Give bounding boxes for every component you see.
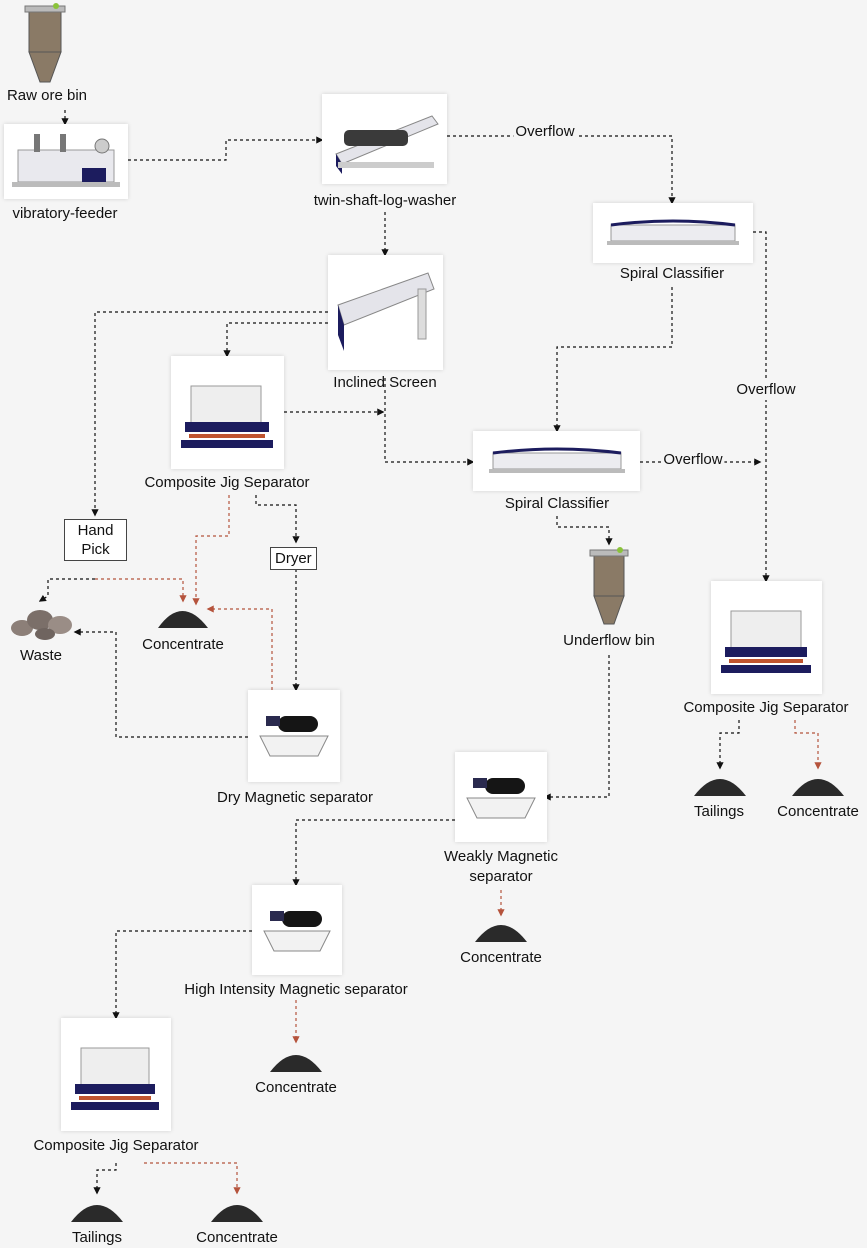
waste-rocks-icon — [11, 610, 72, 640]
dryer-box: Dryer — [270, 547, 317, 570]
edge-drymag-to-waste — [73, 628, 248, 738]
weakly-magnetic-separator-image — [455, 752, 547, 842]
composite-jig-1-image — [171, 356, 284, 469]
underflow-bin-icon — [589, 547, 629, 625]
concentrate-pile-3-icon — [475, 925, 527, 942]
raw-ore-bin-label: Raw ore bin — [6, 87, 88, 104]
log-washer-label: twin-shaft-log-washer — [313, 192, 457, 209]
composite-jig-2-image — [711, 581, 822, 694]
edge-screen-to-classifier2 — [384, 378, 475, 466]
dry-magnetic-separator-label: Dry Magnetic separator — [217, 789, 373, 806]
edge-label-overflow-2: Overflow — [734, 380, 798, 400]
spiral-classifier-1-label: Spiral Classifier — [619, 265, 725, 282]
concentrate-pile-1-icon — [158, 611, 208, 628]
edge-jig1-to-concentrate — [192, 495, 230, 606]
concentrate-5-label: Concentrate — [196, 1229, 278, 1246]
concentrate-pile-4-icon — [270, 1055, 322, 1072]
spiral-classifier-2-label: Spiral Classifier — [504, 495, 610, 512]
edge-handpick-to-concentrate — [95, 578, 187, 603]
concentrate-1-label: Concentrate — [142, 636, 224, 653]
concentrate-2-label: Concentrate — [777, 803, 859, 820]
edge-handpick-to-waste — [38, 578, 95, 602]
spiral-classifier-1-image — [593, 203, 753, 263]
concentrate-3-label: Concentrate — [460, 949, 542, 966]
edge-jig2-to-tailings — [716, 720, 740, 770]
vibratory-feeder-label: vibratory-feeder — [12, 205, 118, 222]
tailings-2-label: Tailings — [71, 1229, 123, 1246]
tailings-pile-2-icon — [71, 1205, 123, 1222]
high-intensity-magnetic-separator-image — [252, 885, 342, 975]
composite-jig-1-label: Composite Jig Separator — [144, 474, 310, 491]
composite-jig-3-image — [61, 1018, 171, 1131]
edge-jig2-to-concentrate — [794, 720, 822, 770]
inclined-screen-label: Inclined Screen — [333, 374, 437, 391]
edge-drymag-to-concentrate — [206, 605, 273, 690]
underflow-bin-label: Underflow bin — [563, 632, 655, 649]
edge-highmag-to-jig3 — [112, 930, 252, 1020]
edge-screen-to-handpick — [91, 311, 328, 517]
edge-classifier1-overflow — [753, 231, 770, 583]
edge-jig3-to-concentrate — [144, 1162, 241, 1195]
edge-jig1-to-dryer — [255, 495, 300, 544]
raw-ore-bin-icon — [24, 3, 66, 83]
vibratory-feeder-image — [4, 124, 128, 199]
edge-label-overflow-1: Overflow — [513, 122, 577, 142]
edge-weakmag-to-highmag — [292, 819, 455, 887]
dry-magnetic-separator-image — [248, 690, 340, 782]
concentrate-4-label: Concentrate — [255, 1079, 337, 1096]
edge-screen-to-jig1 — [223, 322, 328, 358]
tailings-1-label: Tailings — [693, 803, 745, 820]
concentrate-pile-5-icon — [211, 1205, 263, 1222]
edge-feeder-to-washer — [128, 136, 324, 161]
hand-pick-box: Hand Pick — [64, 519, 127, 561]
composite-jig-3-label: Composite Jig Separator — [33, 1137, 199, 1154]
inclined-screen-image — [328, 255, 443, 370]
concentrate-pile-2-icon — [792, 779, 844, 796]
spiral-classifier-2-image — [473, 431, 640, 491]
log-washer-image — [322, 94, 447, 184]
edge-classifier1-to-classifier2 — [553, 287, 673, 433]
tailings-pile-1-icon — [694, 779, 746, 796]
edge-label-overflow-3: Overflow — [661, 450, 725, 470]
high-intensity-magnetic-separator-label: High Intensity Magnetic separator — [184, 981, 408, 998]
composite-jig-2-label: Composite Jig Separator — [683, 699, 849, 716]
weakly-magnetic-separator-label: Weakly Magnetic separator — [444, 848, 558, 885]
edge-classifier2-to-underflow-bin — [556, 516, 613, 546]
waste-label: Waste — [20, 647, 62, 664]
edge-jig3-to-tailings — [93, 1163, 117, 1195]
